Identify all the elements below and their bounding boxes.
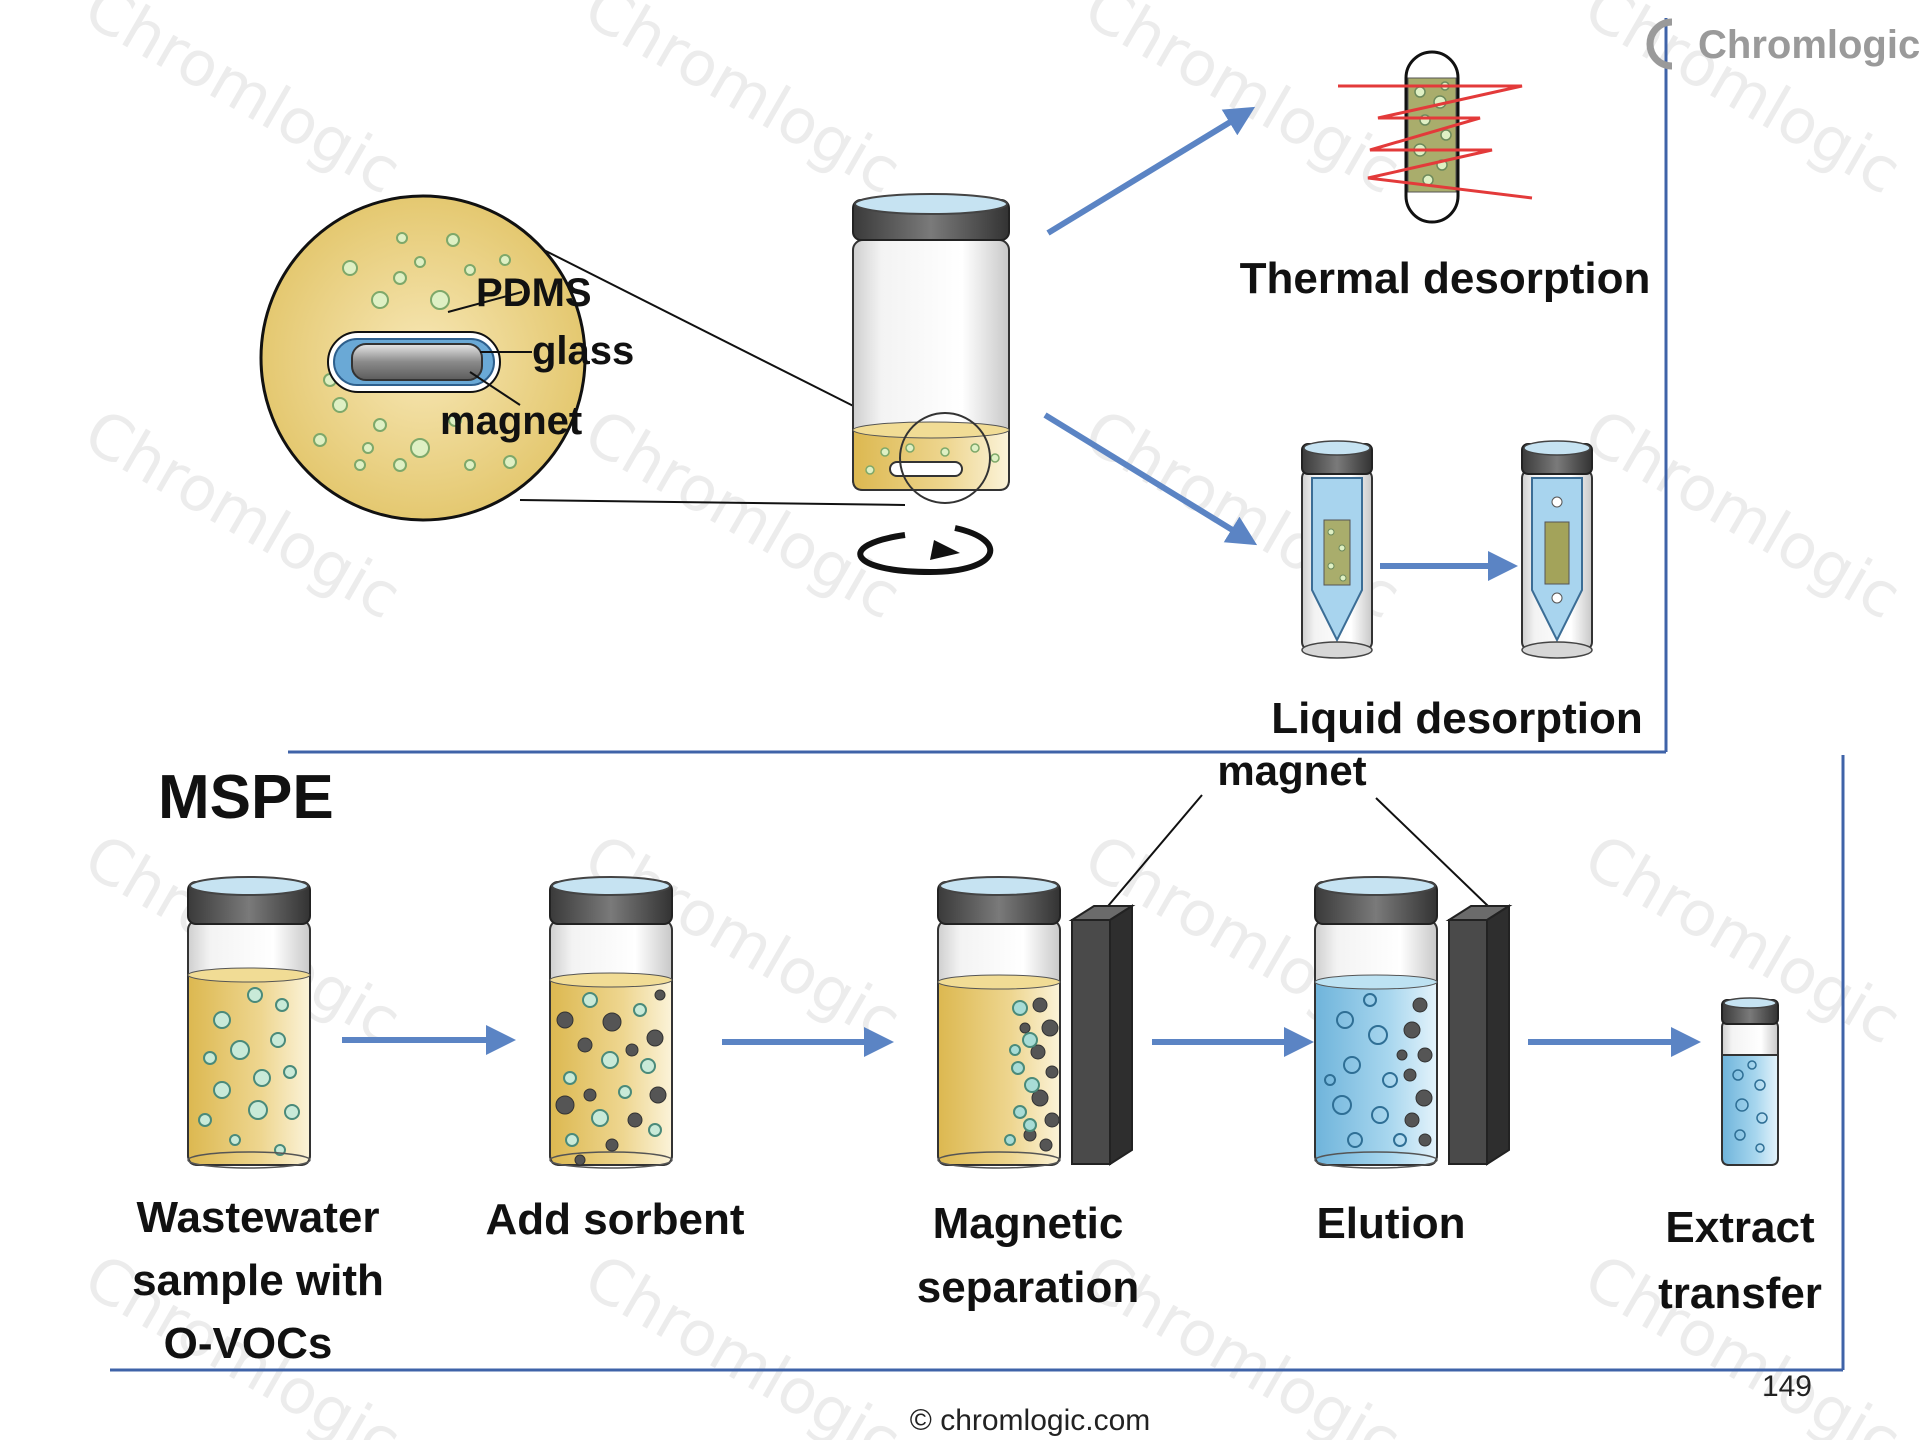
magnet-pointer-lines xyxy=(1102,794,1489,913)
step-2-label-line-1: Add sorbent xyxy=(485,1195,744,1244)
mspe-vial-magnetic-separation xyxy=(937,876,1061,1169)
copyright-text: © chromlogic.com xyxy=(910,1404,1151,1437)
stir-bar-zoom: PDMS glass magnet xyxy=(259,194,906,522)
watermark-text: Chromlogic xyxy=(73,0,413,208)
watermark-text: Chromlogic xyxy=(573,1240,913,1440)
step-4-label-line-1: Elution xyxy=(1316,1199,1465,1248)
liquid-desorption-label: Liquid desorption xyxy=(1271,694,1643,743)
mspe-vial-wastewater xyxy=(187,876,311,1169)
mspe-vial-add-sorbent xyxy=(549,876,673,1169)
mspe-magnet-label: magnet xyxy=(1217,747,1366,794)
liquid-desorption-vial-2 xyxy=(1521,440,1593,659)
logo-text: Chromlogic xyxy=(1698,23,1920,67)
heating-coil xyxy=(1338,84,1533,200)
frame-lines xyxy=(110,18,1845,1372)
liquid-desorption-vial-1 xyxy=(1301,440,1373,659)
mspe-step-labels: Wastewater sample with O-VOCs Add sorben… xyxy=(132,1193,1822,1368)
thermal-desorption-tube xyxy=(1338,50,1533,224)
mspe-vial-elution xyxy=(1314,876,1438,1169)
arrow-to-thermal xyxy=(1046,106,1256,236)
glass-label: glass xyxy=(532,329,634,373)
logo-mark-icon xyxy=(1646,18,1673,70)
step-3-label-line-2: separation xyxy=(917,1263,1140,1312)
sbse-vial xyxy=(852,193,1010,576)
magnet-block-2 xyxy=(1445,904,1513,1166)
magnet-block-1 xyxy=(1068,904,1136,1166)
arrow-to-liquid xyxy=(1043,412,1258,546)
mspe-title: MSPE xyxy=(158,763,334,832)
mspe-arrows xyxy=(342,1025,1701,1057)
step-5-label-line-1: Extract xyxy=(1665,1203,1815,1252)
rotation-arrow-icon xyxy=(857,525,994,576)
sbse-arrows xyxy=(1043,106,1518,581)
watermark-text: Chromlogic xyxy=(573,0,913,208)
chromlogic-logo: Chromlogic xyxy=(1646,18,1920,70)
step-1-label-line-2: sample with xyxy=(132,1256,384,1305)
page-number: 149 xyxy=(1762,1370,1812,1403)
watermark-text: Chromlogic xyxy=(1073,0,1413,208)
thermal-desorption-label: Thermal desorption xyxy=(1240,254,1651,303)
step-3-label-line-1: Magnetic xyxy=(933,1199,1124,1248)
magnet-label: magnet xyxy=(440,399,582,443)
step-5-label-line-2: transfer xyxy=(1658,1269,1822,1318)
pdms-label: PDMS xyxy=(476,271,592,315)
watermark-text: Chromlogic xyxy=(1573,395,1913,634)
analyte-bubbles xyxy=(313,232,517,472)
mspe-vial-extract xyxy=(1721,997,1779,1166)
step-1-label-line-1: Wastewater xyxy=(137,1193,380,1242)
step-1-label-line-3: O-VOCs xyxy=(164,1319,333,1368)
